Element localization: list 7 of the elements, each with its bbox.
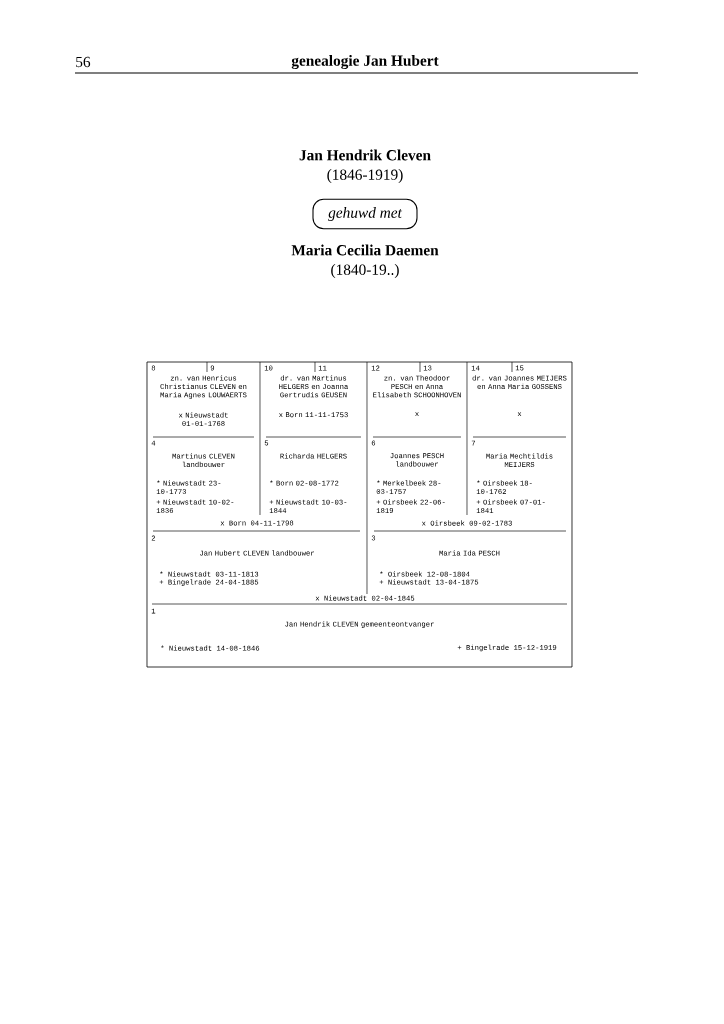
person-heading: Maria Cecilia Daemen (291, 244, 439, 256)
page-title: genealogie Jan Hubert (291, 55, 439, 69)
person-heading: Jan Hendrik Cleven (299, 149, 431, 161)
life-dates: (1846-1919) (327, 169, 403, 183)
life-dates: (1840-19..) (331, 264, 399, 278)
rounded-box: gehuwd met (312, 198, 418, 230)
page-number: 56 (76, 56, 91, 68)
